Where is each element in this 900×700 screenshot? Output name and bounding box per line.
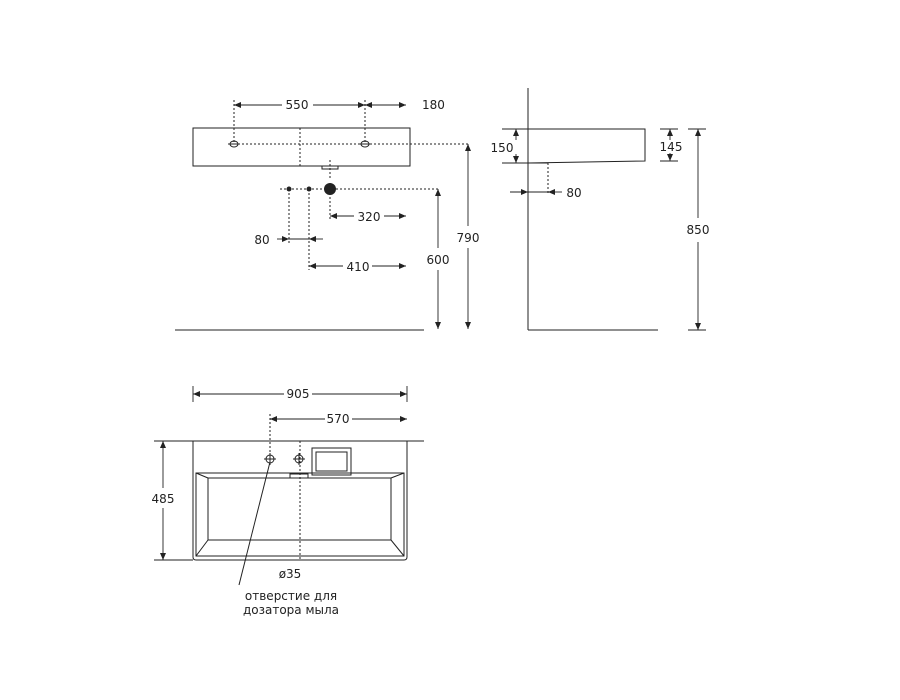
front-basin-outline xyxy=(192,127,411,167)
soap-hole-leader-line xyxy=(238,461,271,586)
dim-600-label: 600 xyxy=(427,253,450,267)
soap-annotation-line2: дозатора мыла xyxy=(243,603,339,617)
dim-145-label: 145 xyxy=(660,140,683,154)
top-drain-slot xyxy=(289,473,309,479)
dim-35-label: ø35 xyxy=(279,567,302,581)
faucet-hole-icon xyxy=(293,453,305,465)
top-view: 905 570 485 ø35 отверстие для дозатора м… xyxy=(152,386,424,617)
dim-410-label: 410 xyxy=(347,260,370,274)
dim-485-label: 485 xyxy=(152,492,175,506)
dim-550-label: 550 xyxy=(286,98,309,112)
soap-annotation-line1: отверстие для xyxy=(245,589,337,603)
dim-905-label: 905 xyxy=(287,387,310,401)
top-shelf-box xyxy=(311,447,352,476)
top-basin-outline xyxy=(192,441,408,561)
dim-80-front-label: 80 xyxy=(254,233,269,247)
dim-570-label: 570 xyxy=(327,412,350,426)
dim-320-label: 320 xyxy=(358,210,381,224)
dim-850-label: 850 xyxy=(687,223,710,237)
front-view: 550 180 320 80 410 600 790 xyxy=(175,98,480,331)
dim-150-label: 150 xyxy=(491,141,514,155)
dim-790-label: 790 xyxy=(457,231,480,245)
side-basin-profile xyxy=(527,128,646,164)
side-view: 150 145 80 850 xyxy=(491,88,710,331)
dim-180-label: 180 xyxy=(422,98,445,112)
dim-80-side-label: 80 xyxy=(566,186,581,200)
